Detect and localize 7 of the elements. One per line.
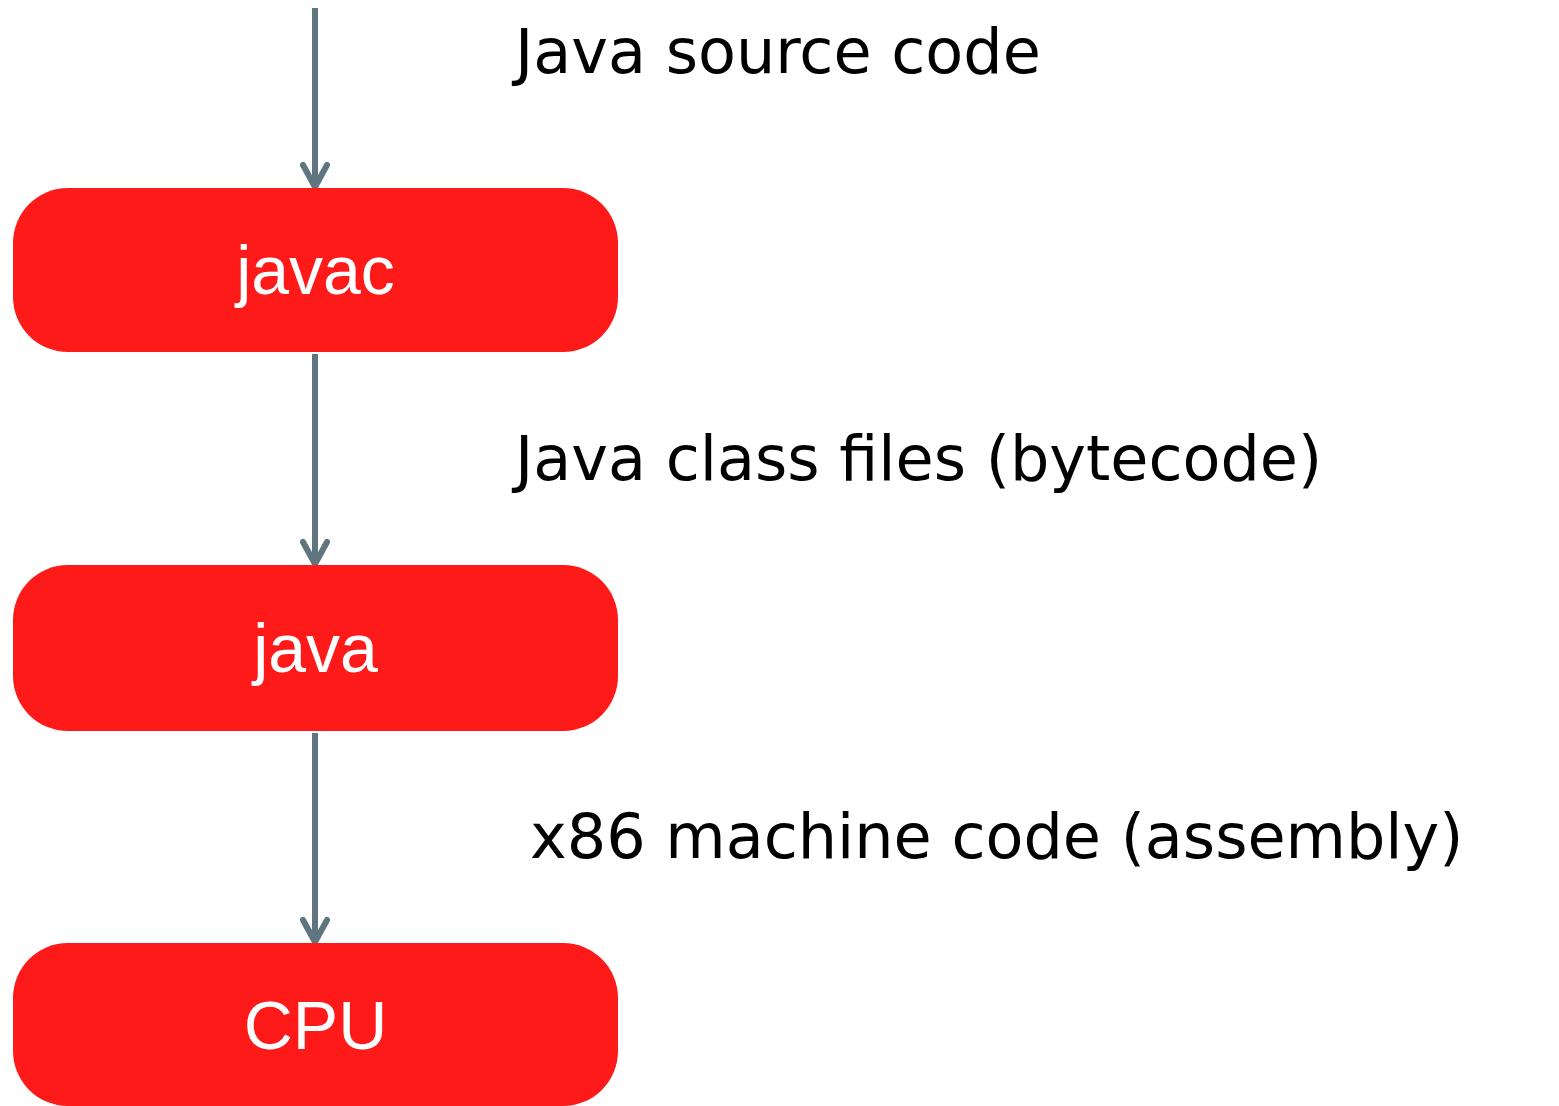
process-box bbox=[13, 565, 618, 731]
process-box bbox=[13, 188, 618, 352]
arrow bbox=[300, 8, 330, 190]
arrow bbox=[300, 354, 330, 567]
box-label: CPU bbox=[243, 990, 388, 1059]
arrow bbox=[300, 733, 330, 945]
process-box bbox=[13, 943, 618, 1106]
